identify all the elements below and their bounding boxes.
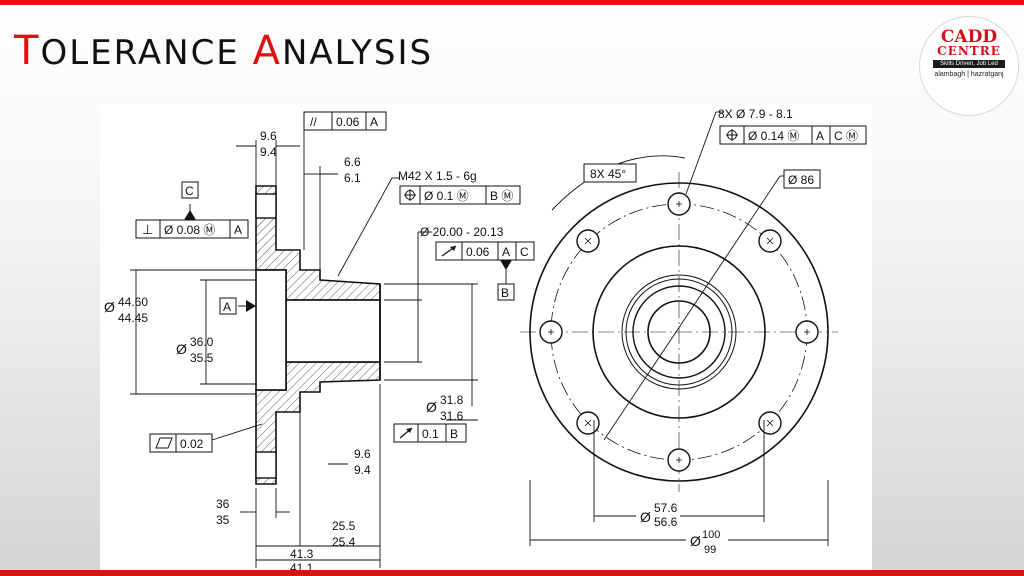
fcf-parallel-datum: A: [370, 115, 378, 129]
title-initial-t: T: [14, 28, 41, 74]
dim-99: 99: [704, 544, 716, 556]
dim-9-6-top: 9.6: [260, 129, 277, 143]
dim-44-60: 44.60: [118, 295, 148, 309]
fcf-perp-datum: A: [234, 223, 242, 237]
center-bore: [285, 299, 381, 363]
fcf-runout-face: 0.1 B: [393, 423, 467, 443]
fcf-runout-value: 0.06: [466, 245, 490, 259]
dim-35: 35: [216, 513, 230, 527]
fcf-holes-datum-a: A: [816, 129, 824, 143]
front-view-dimension-lines: [529, 111, 829, 546]
diameter-57-symbol: Ø: [640, 509, 651, 525]
bolt-hole-upper: [255, 193, 277, 219]
title-word-nalysis: NALYSIS: [281, 33, 434, 73]
datum-a-flag: A: [219, 297, 256, 315]
dim-41-1: 41.1: [290, 561, 314, 570]
drawing-panel: // 0.06 A 9.6 9.4 6.6 6.1 M42 X 1.5 - 6g…: [100, 104, 872, 575]
fcf-thread-datum: B Ⓜ: [490, 189, 513, 203]
dim-bore: Ø 20.00 - 20.13: [420, 225, 504, 239]
svg-text:C: C: [185, 184, 194, 198]
section-view: [255, 185, 381, 485]
svg-text:Ø 86: Ø 86: [788, 173, 814, 187]
title-word-olerance: OLERANCE: [40, 33, 240, 73]
hole-crosses: [548, 201, 810, 463]
dim-41-3: 41.3: [290, 547, 314, 561]
dim-31-6: 31.6: [440, 409, 464, 423]
title-initial-a: A: [252, 28, 282, 74]
fcf-face-value: 0.1: [422, 427, 439, 441]
datum-c-flag: C: [181, 181, 199, 220]
dim-35-5: 35.5: [190, 351, 214, 365]
top-accent-bar: [0, 0, 1024, 5]
diameter-36-symbol: Ø: [176, 341, 187, 357]
fcf-parallel-symbol: //: [310, 115, 317, 129]
fcf-parallel-value: 0.06: [336, 115, 360, 129]
fcf-face-datum: B: [450, 427, 458, 441]
bottom-accent-bar: [0, 570, 1024, 576]
diameter-44-symbol: Ø: [104, 299, 115, 315]
thread-spec: M42 X 1.5 - 6g: [398, 169, 477, 183]
fcf-runout-datum-a: A: [502, 245, 510, 259]
datum-b-flag: B: [497, 283, 515, 301]
fcf-thread-value: Ø 0.1 Ⓜ: [424, 189, 469, 203]
bolt-circle-label-box: Ø 86: [783, 169, 821, 189]
flange-technical-drawing: // 0.06 A 9.6 9.4 6.6 6.1 M42 X 1.5 - 6g…: [104, 107, 867, 575]
dim-44-45: 44.45: [118, 311, 148, 325]
flatness-icon: [155, 437, 173, 449]
dim-31-8: 31.8: [440, 393, 464, 407]
fcf-flatness: 0.02: [149, 433, 213, 453]
perpendicular-icon: ⊥: [142, 222, 153, 237]
fcf-position-thread: Ø 0.1 Ⓜ B Ⓜ: [399, 185, 521, 205]
logo-tagline: Skills Driven, Job Led: [933, 60, 1005, 68]
logo-brand-cadd: CADD: [940, 27, 998, 47]
dim-36: 36: [216, 497, 230, 511]
slide-title: TOLERANCE ANALYSIS: [14, 28, 433, 74]
angle-label-box: 8X 45°: [583, 163, 637, 183]
dim-56-6: 56.6: [654, 515, 678, 529]
locating-spigot: [255, 269, 287, 391]
svg-text:A: A: [223, 300, 231, 314]
svg-text:8X 45°: 8X 45°: [590, 167, 626, 181]
fcf-parallelism: // 0.06 A: [303, 111, 387, 131]
logo-locations: alambagh | hazratganj: [934, 71, 1004, 78]
dim-25-5: 25.5: [332, 519, 356, 533]
dim-36-0: 36.0: [190, 335, 214, 349]
fcf-holes-value: Ø 0.14 Ⓜ: [748, 129, 799, 143]
bolt-hole-lower: [255, 451, 277, 479]
svg-text:B: B: [501, 286, 509, 300]
dim-9-4-bottom: 9.4: [354, 463, 371, 477]
fcf-perp-value: Ø 0.08 Ⓜ: [164, 223, 215, 237]
dim-100: 100: [702, 529, 720, 541]
logo-brand-centre: CENTRE: [937, 44, 1001, 58]
dim-9-6-bottom: 9.6: [354, 447, 371, 461]
diameter-100-symbol: Ø: [690, 533, 701, 549]
fcf-runout-bore: 0.06 A C: [435, 241, 535, 270]
dim-25-4: 25.4: [332, 535, 356, 549]
section-dimension-lines: [130, 112, 507, 568]
cadd-centre-logo: CADD CENTRE Skills Driven, Job Led alamb…: [919, 16, 1019, 116]
holes-spec: 8X Ø 7.9 - 8.1: [718, 107, 793, 121]
fcf-flatness-value: 0.02: [180, 437, 204, 451]
dim-57-6: 57.6: [654, 501, 678, 515]
dim-6-6: 6.6: [344, 155, 361, 169]
front-view: [520, 172, 838, 492]
fcf-runout-datum-c: C: [520, 245, 529, 259]
dim-6-1: 6.1: [344, 171, 361, 185]
dim-9-4-top: 9.4: [260, 145, 277, 159]
fcf-holes-datum-c: C Ⓜ: [834, 129, 858, 143]
fcf-holes-position: Ø 0.14 Ⓜ A C Ⓜ: [719, 125, 867, 145]
diameter-31-symbol: Ø: [426, 399, 437, 415]
fcf-perpendicularity: ⊥ Ø 0.08 Ⓜ A: [135, 219, 249, 239]
